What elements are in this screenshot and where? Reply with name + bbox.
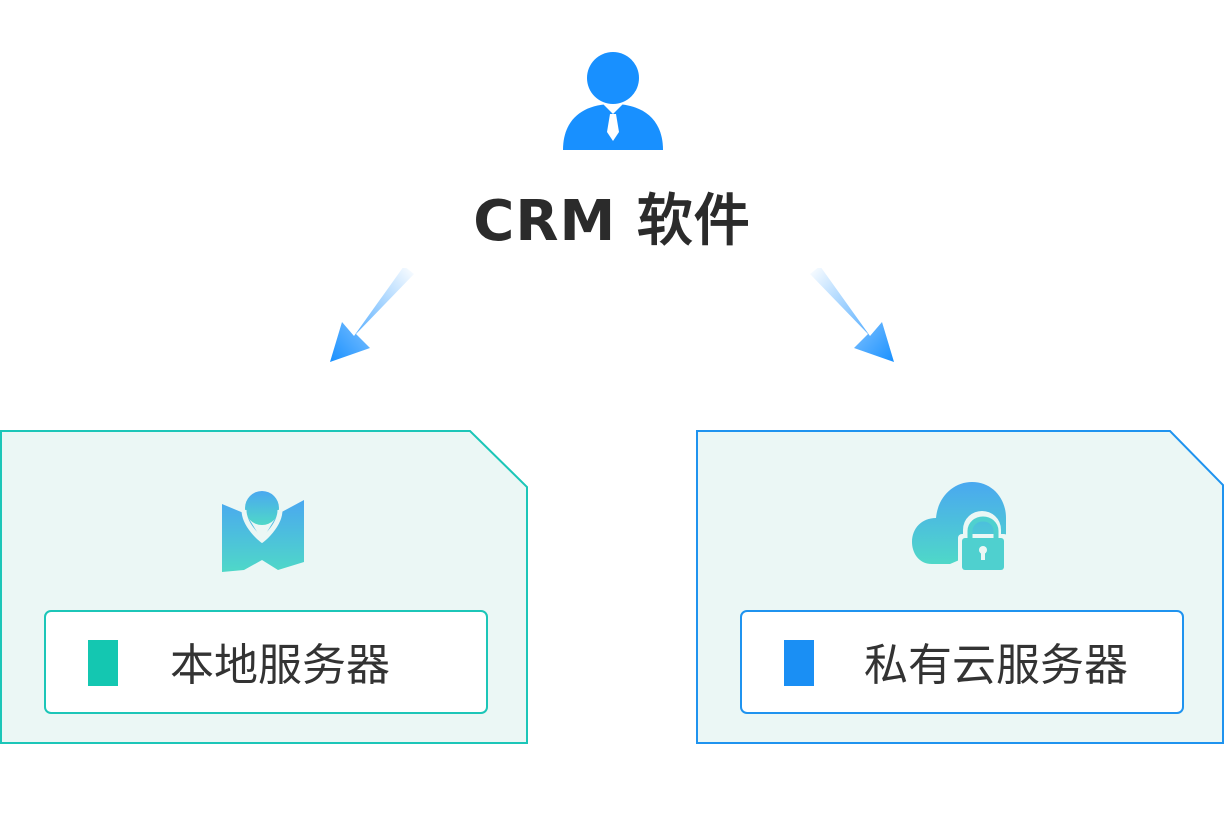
root-title: CRM 软件 (473, 189, 751, 254)
person-with-tie-icon (563, 52, 663, 150)
local-server-label-box: 本地服务器 (44, 610, 488, 714)
cloud-lock-icon (912, 482, 1008, 572)
map-pin-icon (222, 491, 304, 572)
local-server-label: 本地服务器 (170, 640, 390, 691)
right-arrow (810, 268, 894, 362)
label-marker-bar (88, 640, 118, 686)
local-server-card: 本地服务器 (0, 430, 528, 744)
left-arrow (330, 268, 414, 362)
private-cloud-label: 私有云服务器 (864, 640, 1128, 691)
label-marker-bar (784, 640, 814, 686)
private-cloud-card: 私有云服务器 (696, 430, 1224, 744)
private-cloud-label-box: 私有云服务器 (740, 610, 1184, 714)
